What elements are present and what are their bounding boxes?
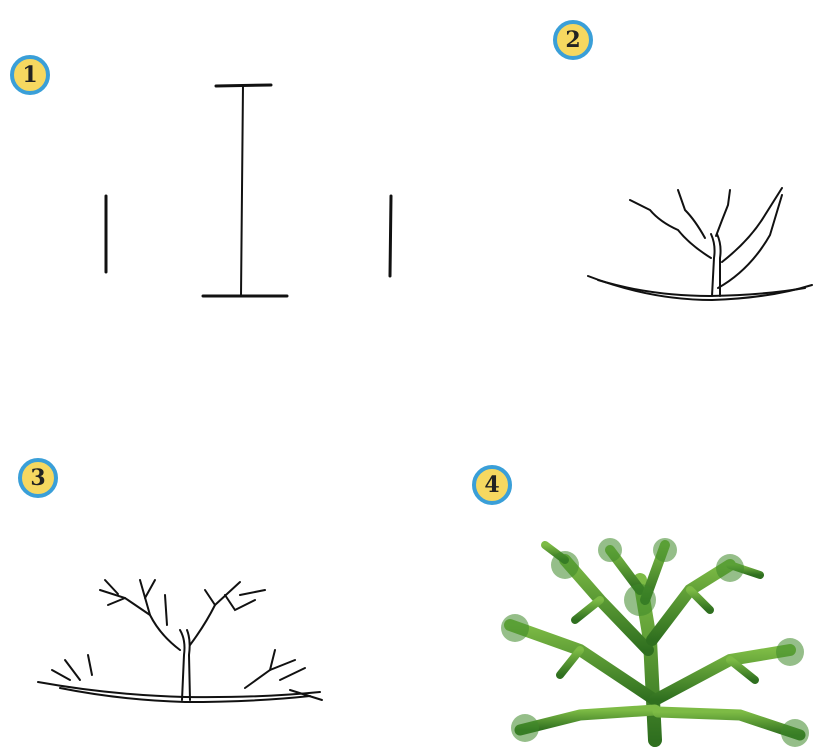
foliage	[510, 545, 800, 740]
